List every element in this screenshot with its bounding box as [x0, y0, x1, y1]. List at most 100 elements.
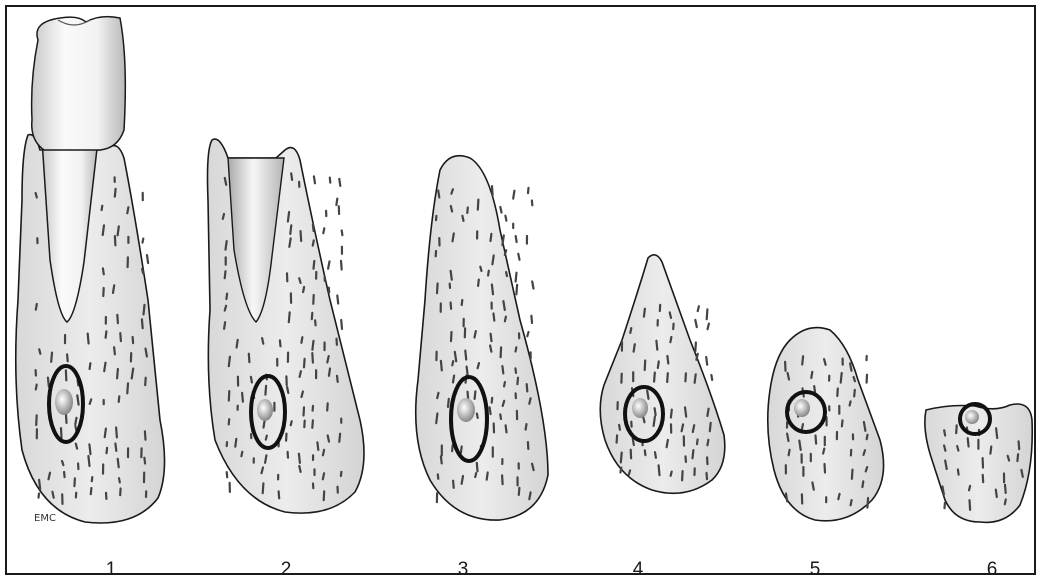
trabecula-mark [491, 254, 495, 266]
stage-4-canal [632, 398, 648, 418]
trabecula-mark [51, 490, 55, 499]
trabecula-mark [234, 437, 238, 448]
trabecula-mark [73, 477, 77, 488]
trabecula-mark [617, 423, 622, 431]
trabecula-mark [642, 307, 647, 318]
trabecula-mark [705, 308, 709, 321]
trabecula-mark [34, 191, 38, 199]
trabecula-mark [514, 271, 518, 283]
trabecula-mark [477, 278, 480, 287]
trabecula-mark [286, 210, 291, 223]
trabecula-mark [811, 481, 815, 491]
trabecula-mark [327, 367, 332, 377]
trabecula-mark [101, 267, 105, 276]
trabecula-mark [298, 370, 302, 378]
trabecula-mark [105, 446, 109, 455]
trabecula-mark [956, 468, 960, 476]
trabecula-mark [298, 277, 302, 284]
trabecula-mark [260, 466, 265, 475]
trabecula-mark [473, 330, 477, 339]
trabecula-mark [646, 389, 650, 400]
trabecula-mark [475, 461, 479, 473]
trabecula-mark [311, 419, 314, 429]
trabecula-mark [490, 283, 495, 296]
trabecula-mark [504, 424, 508, 434]
trabecula-mark [311, 339, 315, 351]
trabecula-mark [642, 416, 646, 424]
trabecula-mark [705, 471, 709, 481]
trabecula-mark [65, 353, 69, 363]
trabecula-mark [655, 339, 659, 351]
stage-5-canal [794, 399, 810, 417]
trabecula-mark [262, 419, 266, 429]
trabecula-mark [322, 227, 326, 235]
trabecula-mark [145, 254, 150, 265]
trabecula-mark [316, 441, 320, 451]
trabecula-mark [866, 496, 870, 509]
trabecula-mark [801, 355, 805, 366]
trabecula-mark [113, 187, 117, 198]
trabecula-mark [849, 499, 853, 507]
trabecula-mark [302, 406, 306, 417]
trabecula-mark [653, 451, 658, 459]
trabecula-mark [460, 474, 465, 485]
trabecula-mark [114, 442, 118, 452]
trabecula-mark [800, 423, 805, 430]
trabecula-mark [514, 346, 518, 353]
trabecula-mark [501, 474, 504, 486]
trabecula-mark [339, 470, 343, 478]
trabecula-mark [631, 436, 635, 447]
stage-1-canal [55, 389, 73, 415]
trabecula-mark [144, 347, 148, 358]
stage-label-5: 5 [810, 559, 821, 580]
trabecula-mark [321, 472, 326, 481]
trabecula-mark [665, 438, 670, 449]
trabecula-mark [517, 252, 521, 261]
trabecula-mark [227, 418, 231, 426]
trabecula-mark [87, 454, 91, 468]
trabecula-mark [460, 298, 464, 307]
trabecula-mark [104, 330, 108, 339]
trabecula-mark [710, 373, 714, 381]
trabecula-mark [225, 292, 229, 301]
trabecula-mark [479, 265, 483, 273]
trabecula-mark [492, 312, 496, 322]
trabecula-mark [116, 313, 120, 325]
stage-2-trabeculae [221, 172, 344, 502]
stage-5-canal-ring [785, 390, 827, 434]
trabecula-mark [288, 237, 292, 248]
trabecula-mark [691, 449, 695, 460]
trabecula-mark [264, 384, 268, 396]
trabecula-mark [113, 235, 117, 247]
trabecula-mark [223, 321, 227, 330]
trabecula-mark [489, 232, 493, 243]
trabecula-mark [862, 449, 867, 456]
trabecula-mark [235, 338, 239, 349]
stage-label-2: 2 [281, 559, 292, 580]
stage-3-canal [457, 398, 475, 422]
trabecula-mark [503, 381, 506, 388]
trabecula-mark [1016, 453, 1020, 463]
trabecula-mark [452, 479, 455, 489]
stage-2-socket [227, 157, 285, 324]
trabecula-mark [683, 406, 688, 418]
stage-2-canal [257, 399, 273, 421]
trabecula-mark [476, 198, 480, 211]
trabecula-mark [942, 444, 947, 452]
trabecula-mark [615, 434, 619, 444]
trabecula-mark [435, 282, 439, 295]
trabecula-mark [706, 438, 710, 447]
trabecula-mark [311, 239, 315, 247]
trabecula-mark [822, 358, 827, 366]
trabecula-mark [784, 492, 789, 503]
trabecula-mark [981, 473, 985, 484]
trabecula-mark [47, 471, 52, 481]
trabecula-mark [943, 429, 947, 437]
trabecula-mark [695, 352, 699, 361]
trabecula-mark [666, 354, 670, 365]
trabecula-mark [311, 223, 315, 233]
stage-6 [924, 402, 1034, 524]
trabecula-mark [261, 337, 265, 345]
trabecula-mark [88, 398, 93, 405]
trabecula-mark [524, 423, 528, 431]
